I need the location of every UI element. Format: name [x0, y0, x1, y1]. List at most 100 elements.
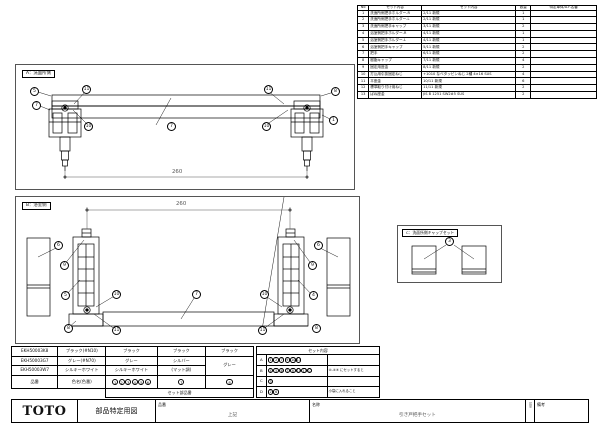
footer-label-hinban: 品番	[10, 374, 59, 389]
set-key-c: C	[256, 375, 267, 388]
view-c-label: C：洗面所側キャップセット	[402, 229, 459, 237]
balloon-b-4: 4	[309, 291, 318, 300]
color-name-k8: ブラック(#N10)	[57, 346, 107, 357]
circled-number: 8	[226, 378, 233, 385]
balloon-b-6: 6	[54, 241, 63, 250]
balloon-b-8: 8	[64, 324, 73, 333]
part-content: 3/11 新規	[421, 23, 517, 31]
part-name-value: 引き戸把手セット	[399, 413, 436, 418]
part-content: 2/11 新規	[421, 9, 517, 18]
balloon-b-9b: 9	[308, 261, 317, 270]
part-name: 平座金	[368, 77, 423, 86]
part-name: 洗面所側把手ホルダー-L	[368, 16, 423, 25]
set-key-b: B	[256, 364, 267, 377]
part-qty: 4	[515, 70, 532, 79]
part-no: 13	[356, 91, 370, 99]
circled-number: 6	[279, 368, 285, 374]
color-c3-w7: シルキーホワイト	[105, 365, 158, 376]
balloon-b-11: 11	[112, 326, 121, 335]
set-note-b: ⑧-④⑤ にセットすると	[326, 364, 381, 377]
circled-number: 8	[290, 368, 296, 374]
balloon-a-7: 7	[32, 101, 41, 110]
balloon-a-8: 8	[331, 87, 340, 96]
part-qty: 2	[515, 43, 532, 52]
balloon-a-1: 1	[329, 116, 338, 125]
part-qty: 1	[515, 29, 532, 38]
remark-label: 備考	[537, 401, 545, 407]
part-qty: 1	[515, 36, 532, 45]
color-c4-w7: (マット調)	[156, 365, 207, 376]
footer-label-color: 色名(色番)	[57, 374, 107, 389]
balloon-b-10b: 10	[260, 290, 269, 299]
part-name-label: 名称	[312, 401, 320, 407]
view-b-drawing	[26, 197, 351, 331]
part-qty: 1	[515, 16, 532, 25]
drawing-kind: 部品特定用図	[78, 400, 156, 422]
part-no: 10	[356, 70, 370, 79]
color-note-row: セット部品番	[12, 387, 254, 399]
part-number-value: 上記	[227, 413, 238, 418]
set-row-c: C 3	[256, 375, 381, 388]
title-block: TOTO 部品特定用図 品番 上記 名称 引き戸把手セット 尺度 備考	[11, 399, 589, 423]
set-header-label: セット内容	[256, 345, 380, 356]
view-a-frame: A：洗面所側	[15, 64, 355, 190]
part-name: 把手	[368, 50, 423, 59]
color-c3-k8: ブラック	[105, 346, 158, 357]
part-content: 4/11 新規	[421, 36, 517, 45]
part-name: 洗面所側把手ホルダー-R	[368, 9, 423, 18]
part-qty: 2	[515, 91, 532, 99]
circled-number: 2	[267, 389, 274, 395]
balloon-b-11b: 11	[258, 326, 267, 335]
part-name: 浴室側把手ホルダー-R	[368, 29, 423, 38]
part-remark	[530, 50, 597, 59]
part-no: 7	[356, 50, 370, 59]
part-remark	[530, 36, 597, 45]
part-remark	[530, 91, 597, 99]
circled-number: 5	[273, 368, 279, 374]
color-row-g7: EKH50003G7 グレー(#N70) グレー シルバー グレー	[10, 355, 254, 376]
model-code-g7: EKH50003G7	[10, 355, 59, 367]
part-qty: 2	[515, 63, 532, 72]
part-name: 洗面所側把手キャップ	[368, 23, 423, 31]
color-name-w7: シルキーホワイト	[57, 365, 107, 376]
part-no: 5	[356, 36, 370, 45]
circled-number: 11	[295, 357, 302, 363]
part-number-cell: 品番 上記	[156, 400, 310, 422]
balloon-c-3: 3	[445, 237, 454, 246]
view-b-frame: B：浴室側	[15, 196, 360, 344]
part-content: 4/11 新規	[421, 29, 517, 38]
part-remark	[530, 29, 597, 38]
color-c5-g7: グレー	[205, 355, 254, 376]
circled-number: 3	[267, 378, 274, 385]
part-no: 2	[356, 16, 370, 25]
part-remark	[530, 43, 597, 52]
circled-number: 10	[290, 357, 296, 363]
view-a-drawing	[37, 90, 335, 179]
part-content: 6/11 新規	[421, 50, 517, 59]
view-b-dimension: 260	[176, 201, 187, 207]
part-name-cell: 名称 引き戸把手セット	[310, 400, 526, 422]
part-content: 8/11 新規	[421, 63, 517, 72]
part-remark	[530, 84, 597, 93]
part-content: JIS B 1251 SW2#5 SUS	[421, 91, 517, 99]
circled-number: 4	[267, 368, 274, 374]
color-c3-g7: グレー	[105, 355, 158, 367]
part-name: 固定用座金	[368, 63, 423, 72]
set-items-c: 3	[265, 375, 328, 388]
part-no: 3	[356, 23, 370, 31]
circled-number: 7	[178, 378, 185, 385]
balloon-b-8b: 8	[312, 324, 321, 333]
footer-group-b: 7	[156, 374, 207, 389]
color-variant-table: EKH50003K8 ブラック(#N10) ブラック ブラック ブラック EKH…	[10, 346, 254, 399]
scale-cell: 尺度	[526, 400, 535, 422]
